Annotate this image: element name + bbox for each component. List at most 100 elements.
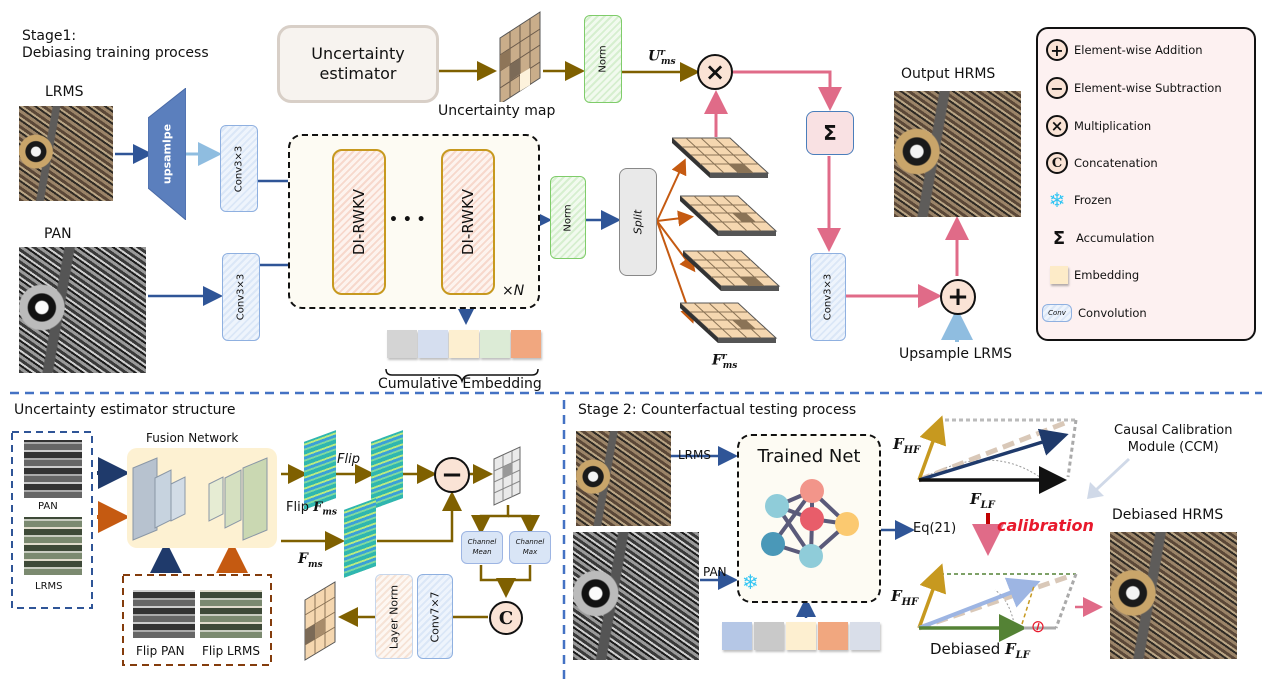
embedding-cell [818, 622, 848, 650]
embedding-cell [850, 622, 880, 650]
flip-fms-prefix: Flip [286, 500, 314, 515]
uncertainty-map [496, 8, 542, 105]
stage2-embedding [722, 622, 884, 656]
fhf-label-top: FHF [893, 435, 920, 456]
embedding-cell [480, 330, 510, 358]
stage2-pan-image [573, 532, 699, 660]
flip-input-box [122, 574, 272, 666]
flf-base: F [1005, 640, 1016, 658]
ccm-label: Causal Calibration Module (CCM) [1114, 422, 1233, 456]
legend-label: Embedding [1074, 268, 1140, 282]
uncertainty-estimator-line2: estimator [319, 64, 397, 83]
pan-image [19, 247, 146, 373]
stage2-lrms-label: LRMS [678, 448, 711, 462]
channel-max-line2: Max [522, 548, 538, 556]
difference-map [492, 445, 522, 511]
uncertainty-estimator-line1: Uncertainty [311, 44, 405, 63]
embedding-cell [449, 330, 479, 358]
trained-net-box: Trained Net ❄ [737, 434, 881, 603]
legend-item: Conv Convolution [1042, 304, 1147, 322]
fhf-base: F [891, 587, 902, 605]
multiply-operator: × [697, 54, 733, 90]
output-hrms-image [894, 91, 1021, 217]
legend-label: Accumulation [1076, 231, 1155, 245]
nn-node [765, 494, 789, 518]
channel-mean-line1: Channel [467, 538, 497, 546]
flip-pan-image [133, 590, 195, 638]
legend-item: Σ Accumulation [1048, 227, 1155, 249]
embedding-cell [786, 622, 816, 650]
conv3x3-lrms: Conv3×3 [220, 125, 258, 212]
repeat-label: ×N [502, 283, 525, 299]
legend-label: Element-wise Addition [1074, 43, 1203, 57]
vector-diagram-after [917, 563, 1078, 642]
fhf-sub: HF [901, 597, 919, 608]
channel-mean-block: Channel Mean [461, 531, 503, 564]
estimator-lrms-label: LRMS [35, 581, 63, 592]
u-ms-base: U [648, 48, 661, 65]
fms-sub: ms [322, 507, 337, 518]
fms-feature-map [344, 498, 376, 578]
eq21-label: Eq(21) [913, 521, 957, 536]
estimator-title: Uncertainty estimator structure [14, 402, 236, 418]
conv7x7-block: Conv7×7 [417, 574, 453, 659]
flip-lrms-label: Flip LRMS [202, 644, 260, 658]
dirwkv-block-1: DI-RWKV [332, 149, 386, 295]
legend-label: Convolution [1078, 306, 1147, 320]
flf-sub: LF [980, 500, 995, 511]
flip-lrms-image [200, 590, 262, 638]
lrms-image [19, 106, 113, 201]
trained-net-label: Trained Net [757, 446, 861, 467]
embedding-cell [754, 622, 784, 650]
u-ms-sup: r [660, 48, 665, 58]
norm-label: Norm [562, 203, 574, 232]
estimator-pan-label: PAN [38, 501, 58, 512]
split-block: Split [619, 168, 657, 276]
fhf-label-bottom: FHF [891, 587, 918, 608]
debiased-flf-label: Debiased FLF [930, 640, 1030, 661]
frozen-snowflake-icon: ❄ [742, 570, 759, 594]
norm-label: Norm [597, 45, 609, 73]
flip-fms-label: Flip Fms [286, 500, 337, 518]
conv3x3-pan: Conv3×3 [222, 253, 260, 341]
conv7-label: Conv7×7 [428, 590, 442, 643]
legend-item: + Element-wise Addition [1046, 39, 1203, 61]
legend-label: Concatenation [1074, 156, 1158, 170]
stage1-title-line2: Debiasing training process [22, 45, 209, 61]
upsample-block: upsamlpe [147, 86, 187, 222]
fms-base: F [313, 500, 323, 515]
sigma-icon: Σ [1052, 227, 1066, 249]
embedding-cell [722, 622, 752, 650]
dirwkv-container [288, 134, 540, 309]
fms-sub: ms [307, 559, 323, 570]
cumulative-embedding [387, 330, 541, 360]
debiased-hrms-image [1110, 532, 1237, 659]
output-hrms-label: Output HRMS [901, 66, 996, 82]
stage2-lrms-image [576, 431, 671, 526]
nn-node [761, 532, 785, 556]
estimator-lrms-image [24, 517, 82, 575]
nn-node [835, 512, 859, 536]
debiased-hrms-label: Debiased HRMS [1112, 507, 1224, 523]
debiased-prefix: Debiased [930, 640, 1005, 658]
estimator-pan-image [24, 440, 82, 498]
conv-box-icon: Conv [1042, 304, 1072, 322]
feature-slice-3 [681, 248, 783, 300]
add-operator: + [940, 279, 976, 315]
feature-slice-4 [678, 300, 780, 352]
fhf-sub: HF [903, 445, 921, 456]
norm-block-mid: Norm [550, 176, 586, 259]
layer-norm-block: Layer Norm [375, 574, 413, 659]
f-ms-sup: r [721, 352, 727, 362]
subtract-operator: − [434, 457, 470, 493]
channel-max-block: Channel Max [509, 531, 551, 564]
stage1-title: Stage1: Debiasing training process [22, 28, 209, 62]
split-label: Split [631, 209, 645, 235]
u-ms-label: Urms [648, 48, 676, 67]
fusion-network-layers [132, 457, 268, 541]
calibration-label: calibration [997, 516, 1094, 535]
legend-item: ❄ Frozen [1046, 188, 1112, 212]
nn-node [800, 479, 824, 503]
flf-base: F [970, 490, 981, 508]
stage1-title-line1: Stage1: [22, 28, 77, 44]
